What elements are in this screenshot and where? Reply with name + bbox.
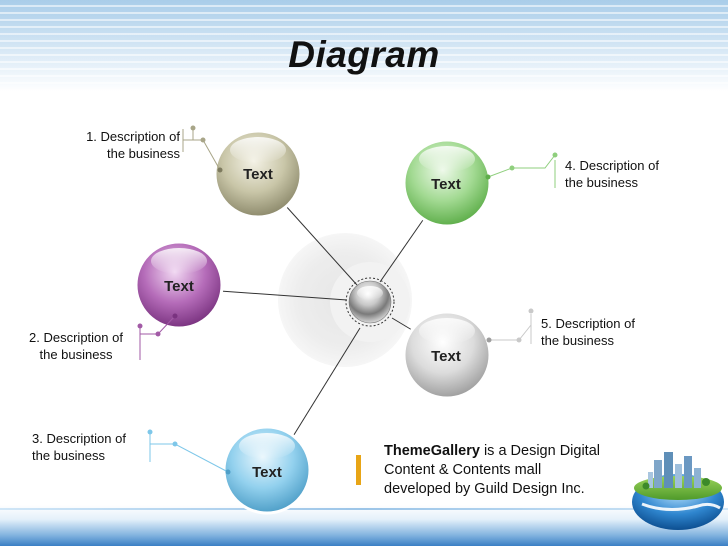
footer-line-1: ThemeGallery is a Design Digital	[384, 442, 644, 461]
footer-line-3: developed by Guild Design Inc.	[384, 481, 585, 497]
connector-4	[379, 219, 424, 283]
footer-brand: ThemeGallery	[384, 443, 480, 459]
city-globe-icon	[632, 452, 724, 530]
footer-line-2: Content & Contents mall	[384, 462, 542, 478]
description-1-line1: 1. Description of	[86, 129, 180, 144]
node-2-bubble	[134, 240, 224, 330]
node-3-bubble	[222, 425, 312, 515]
chrome-sphere-shine	[357, 286, 383, 300]
node-2-label: Text	[164, 278, 194, 295]
node-5-bubble	[402, 310, 492, 400]
footer-background	[0, 505, 728, 546]
footer-line-1-rest: is a Design Digital	[479, 443, 600, 459]
description-3-line2: the business	[32, 448, 105, 463]
description-4-line1: 4. Description of	[565, 158, 659, 173]
node-1-bubble	[213, 129, 303, 219]
footer-text: ThemeGallery is a Design Digital Content…	[384, 442, 644, 499]
header-background	[0, 0, 728, 92]
description-3-line1: 3. Description of	[32, 431, 126, 446]
description-2-line1: 2. Description of	[29, 330, 123, 345]
description-2: 2. Description of the business	[16, 329, 136, 363]
description-4: 4. Description of the business	[565, 157, 685, 191]
callout-2	[137, 313, 178, 360]
connectors	[219, 204, 424, 439]
node-4-bubble	[402, 138, 492, 228]
connector-1	[284, 204, 358, 286]
node-5-label: Text	[431, 348, 461, 365]
description-5-line2: the business	[541, 333, 614, 348]
connector-5	[391, 317, 413, 331]
description-4-line2: the business	[565, 175, 638, 190]
description-5: 5. Description of the business	[541, 315, 661, 349]
page-title: Diagram	[288, 34, 440, 75]
connector-2	[219, 290, 348, 301]
description-1-line2: the business	[107, 146, 180, 161]
connector-3	[291, 327, 361, 439]
node-4-label: Text	[431, 176, 461, 193]
description-5-line1: 5. Description of	[541, 316, 635, 331]
callout-3	[147, 429, 231, 475]
node-1-label: Text	[243, 166, 273, 183]
description-1: 1. Description of the business	[60, 128, 180, 162]
center-dashed-ring	[345, 277, 395, 327]
callout-4	[485, 152, 558, 188]
node-3-label: Text	[252, 464, 282, 481]
footer-divider	[0, 508, 728, 510]
callout-5	[486, 308, 534, 344]
description-3: 3. Description of the business	[32, 430, 152, 464]
description-2-line2: the business	[39, 347, 113, 362]
accent-bar	[356, 455, 361, 485]
callout-1	[182, 125, 223, 173]
